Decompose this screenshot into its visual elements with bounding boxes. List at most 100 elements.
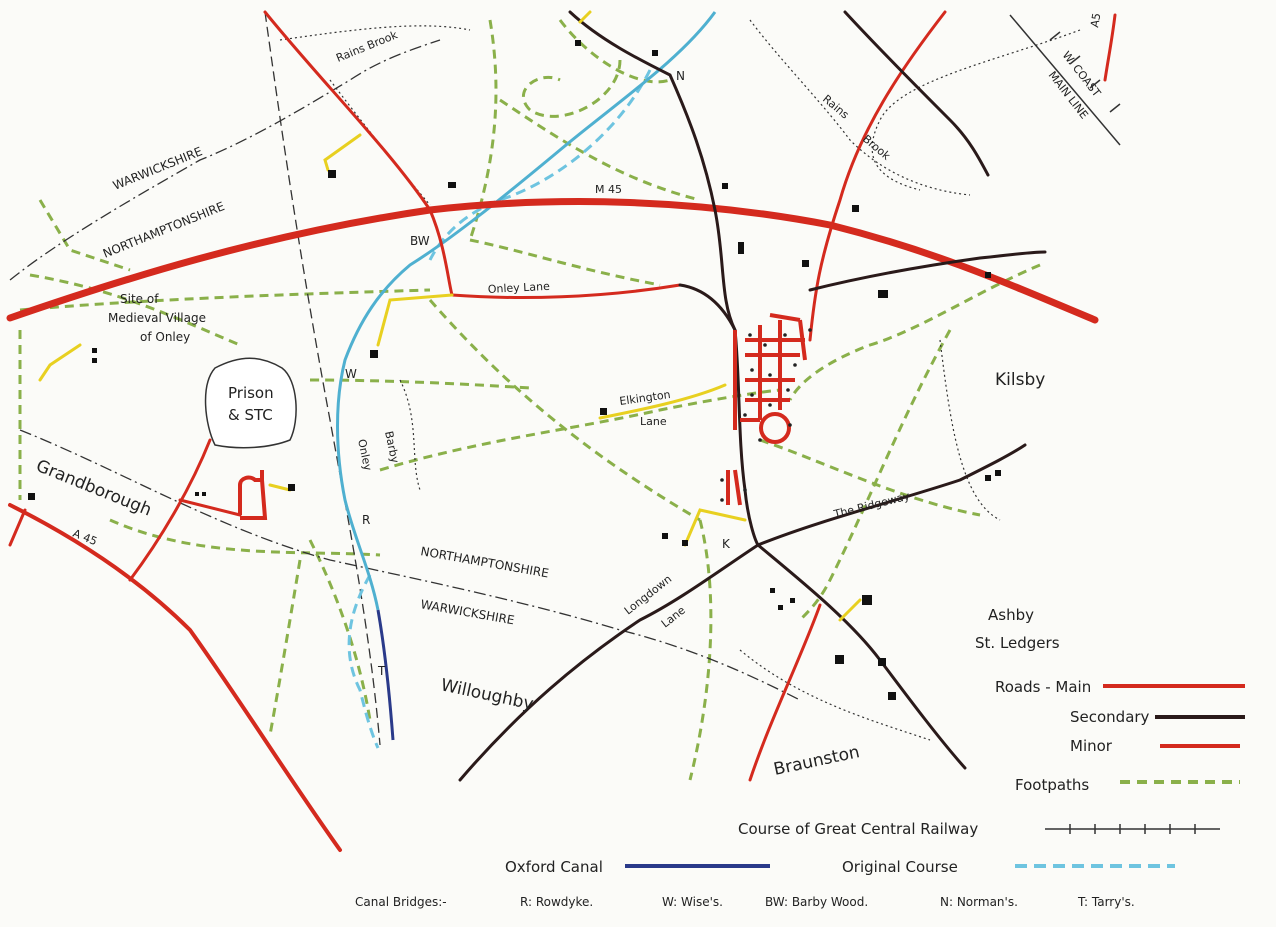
place-label-prison-1: Prison xyxy=(228,384,274,402)
building xyxy=(448,182,456,188)
m45-motorway xyxy=(6,198,1099,324)
building xyxy=(888,692,896,700)
minor-road xyxy=(323,133,362,172)
building xyxy=(995,470,1001,476)
bridge-marker-k: K xyxy=(722,537,731,551)
legend-oxford-canal-label: Oxford Canal xyxy=(505,858,603,876)
footpath xyxy=(469,238,661,287)
building xyxy=(92,358,97,363)
legend-bridge-w: W: Wise's. xyxy=(662,895,723,909)
place-label-medieval-2: Medieval Village xyxy=(108,311,206,325)
legend-railway-label: Course of Great Central Railway xyxy=(738,820,978,838)
legend-footpaths-label: Footpaths xyxy=(1015,776,1089,794)
footpath xyxy=(379,388,781,472)
road-label-longdown-1: Longdown xyxy=(622,572,674,617)
main-road xyxy=(263,10,682,300)
secondary-road xyxy=(808,250,1047,292)
rains-brook-path xyxy=(329,79,431,206)
place-label-grandborough: Grandborough xyxy=(33,456,154,521)
footpath xyxy=(522,59,622,118)
building xyxy=(202,492,206,496)
building xyxy=(682,540,688,546)
great-central-railway-line xyxy=(264,11,381,746)
brook-path xyxy=(399,379,421,491)
secondary-road xyxy=(756,543,967,770)
main-road xyxy=(808,10,947,342)
footpath xyxy=(558,19,671,84)
bridge-marker-r: R xyxy=(362,513,370,527)
footpath xyxy=(309,378,531,390)
building xyxy=(288,484,295,491)
legend-bridge-r: R: Rowdyke. xyxy=(520,895,593,909)
building xyxy=(778,605,783,610)
road-label-elkington-2: Lane xyxy=(640,415,667,428)
main-road xyxy=(1103,13,1117,82)
main-road xyxy=(8,508,27,547)
brook-path xyxy=(939,339,1001,521)
road-label-a5: A5 xyxy=(1088,12,1103,29)
place-label-kilsby: Kilsby xyxy=(995,370,1045,390)
road-label-m45: M 45 xyxy=(595,183,622,196)
place-label-ashby-2: St. Ledgers xyxy=(975,634,1060,652)
footpath xyxy=(798,329,952,622)
buildings-layer xyxy=(28,40,1001,700)
canal-layer xyxy=(336,11,717,749)
legend-bridge-n: N: Norman's. xyxy=(940,895,1018,909)
legend: Roads - Main Secondary Minor Footpaths C… xyxy=(355,678,1245,909)
county-boundary-north xyxy=(9,39,441,281)
original-course-path xyxy=(428,69,652,261)
water-label-rains-brook-1: Rains Brook xyxy=(334,28,400,65)
road-labels: M 45 A 45 Onley Lane Elkington Lane The … xyxy=(71,12,1104,630)
rains-brook-path xyxy=(279,25,471,41)
building xyxy=(370,350,378,358)
legend-minor-label: Minor xyxy=(1070,737,1113,755)
secondary-road xyxy=(843,10,990,177)
minor-roads-layer xyxy=(38,10,862,622)
building xyxy=(662,533,668,539)
brook-path xyxy=(739,649,931,741)
building xyxy=(985,475,991,481)
footpath xyxy=(109,518,381,557)
minor-road xyxy=(838,598,862,622)
building xyxy=(28,493,35,500)
county-boundary-south xyxy=(19,429,801,701)
minor-road xyxy=(268,483,292,492)
county-label-northamptonshire-north: NORTHAMPTONSHIRE xyxy=(101,199,227,261)
footpath xyxy=(499,98,701,202)
minor-road xyxy=(376,293,454,347)
road-label-onley-barby-1: Onley xyxy=(355,438,374,472)
building xyxy=(985,272,991,278)
place-label-willoughby: Willoughby xyxy=(439,675,535,714)
building xyxy=(878,658,886,666)
legend-bridge-t: T: Tarry's. xyxy=(1077,895,1135,909)
county-label-warwickshire-north: WARWICKSHIRE xyxy=(111,144,204,193)
building xyxy=(722,183,728,189)
legend-railway-swatch xyxy=(1045,824,1220,834)
legend-canal-bridges-label: Canal Bridges:- xyxy=(355,895,447,909)
bridge-markers: N BW W R K T xyxy=(345,69,731,678)
water-label-rains-brook-2: Rains xyxy=(820,92,851,121)
footpaths-layer xyxy=(18,19,1041,781)
building xyxy=(835,655,844,664)
building xyxy=(600,408,607,415)
main-road xyxy=(748,603,822,782)
oxford-canal-path xyxy=(336,11,717,611)
building xyxy=(852,205,859,212)
building xyxy=(878,290,888,298)
building xyxy=(652,50,658,56)
secondary-road xyxy=(458,543,760,782)
minor-road xyxy=(578,10,592,24)
footpath xyxy=(688,519,713,781)
bridge-marker-bw: BW xyxy=(410,234,430,248)
secondary-road xyxy=(568,10,760,547)
kilsby-houses xyxy=(720,328,812,502)
oxford-canal-southern-path xyxy=(376,609,395,741)
footpath xyxy=(788,263,1041,401)
footpath xyxy=(29,273,241,347)
bridge-marker-n: N xyxy=(676,69,685,83)
kilsby-village-cluster xyxy=(726,313,807,506)
county-label-warwickshire-south: WARWICKSHIRE xyxy=(419,597,515,627)
building xyxy=(790,598,795,603)
place-label-prison-2: & STC xyxy=(228,406,273,424)
